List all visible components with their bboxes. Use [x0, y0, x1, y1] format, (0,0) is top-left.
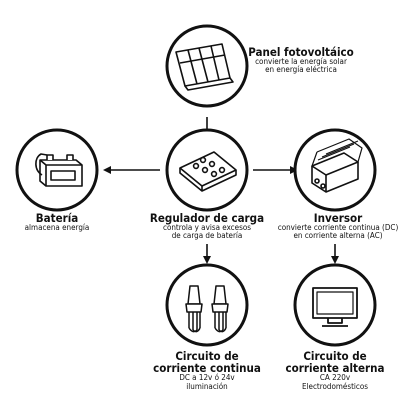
battery-label: Batería almacena energía	[12, 212, 102, 232]
regulator-description: controla y avisa excesos de carga de bat…	[163, 223, 251, 241]
tv-icon	[312, 287, 358, 327]
dc-circuit-description: DC a 12v ó 24v iluminación	[179, 373, 235, 391]
ac-circuit-title: Circuito de corriente alterna	[285, 349, 385, 376]
node-dc-circle	[165, 263, 249, 347]
dc-circuit-title: Circuito de corriente continua	[153, 349, 261, 376]
battery-icon	[35, 153, 83, 187]
inverter-description: convierte corriente continua (DC) en cor…	[277, 223, 399, 241]
inverter-label: Inversor convierte corriente continua (D…	[270, 212, 406, 241]
panel-description: convierte la energía solar en energía el…	[255, 57, 347, 75]
inverter-title: Inversor	[313, 211, 363, 225]
ac-circuit-description: CA 220v Electrodomésticos	[301, 373, 369, 391]
charge-controller-icon	[179, 151, 237, 192]
battery-title: Batería	[35, 211, 79, 225]
cfl-bulbs-icon	[185, 285, 229, 333]
regulator-title: Regulador de carga	[149, 211, 265, 225]
inverter-icon	[311, 138, 363, 193]
battery-description: almacena energía	[24, 223, 90, 233]
dc-circuit-label: Circuito de corriente continua DC a 12v …	[142, 350, 272, 391]
solar-panel-icon	[175, 43, 234, 91]
panel-label: Panel fotovoltáico convierte la energía …	[236, 46, 366, 75]
panel-title: Panel fotovoltáico	[248, 45, 354, 59]
ac-circuit-label: Circuito de corriente alterna CA 220v El…	[272, 350, 398, 391]
regulator-label: Regulador de carga controla y avisa exce…	[142, 212, 272, 241]
